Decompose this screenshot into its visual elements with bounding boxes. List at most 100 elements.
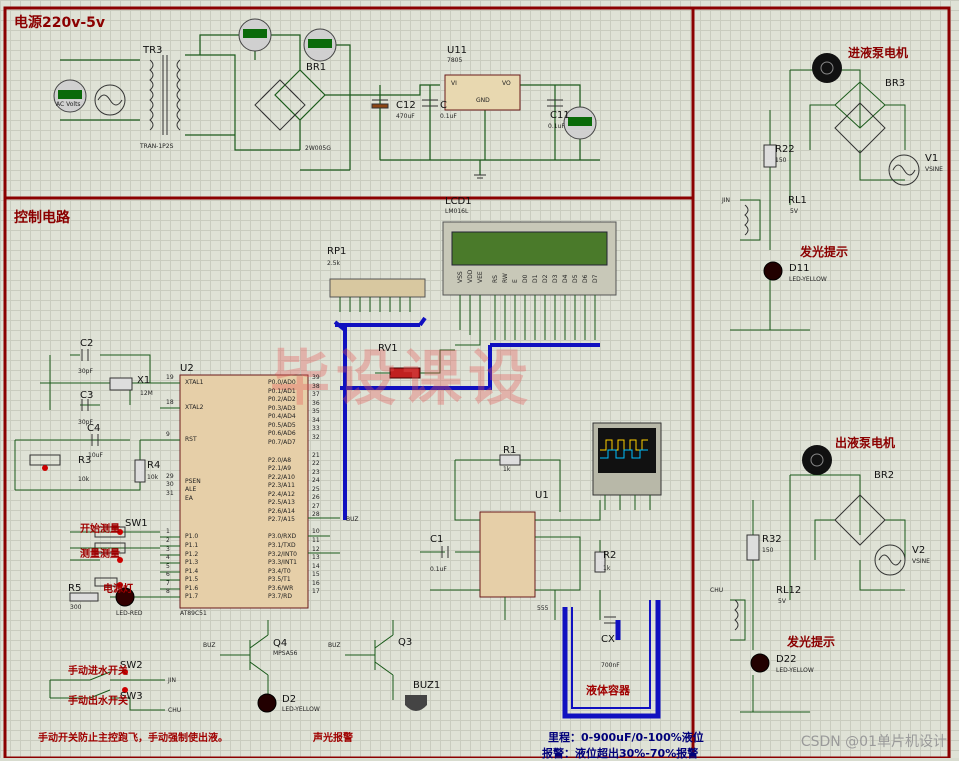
mcu-pin-right: P3.4/T0 (268, 568, 291, 575)
mcu-pin-num-right: 11 (312, 537, 320, 544)
mcu-pin-num-right: 21 (312, 452, 320, 459)
mcu-pin-left: P1.7 (185, 593, 199, 600)
mcu-pin-right: P3.2/INT0 (268, 551, 297, 558)
label-r32: R32 (762, 534, 782, 545)
label-chu-pump: CHU (710, 587, 724, 594)
resistor-r1 (499, 454, 521, 466)
label-sw2: SW2 (120, 660, 143, 671)
mcu-pin-num-right: 34 (312, 417, 320, 424)
footer-credit: CSDN @01单片机设计 (800, 734, 947, 750)
mcu-pin-num-right: 17 (312, 588, 320, 595)
note-range: 里程：0-900uF/0-100%液位 (548, 731, 704, 744)
mcu-pin-num-right: 26 (312, 494, 320, 501)
note-liquid-container: 液体容器 (586, 684, 630, 697)
note-start-measure: 开始测量 (80, 524, 120, 535)
label-meter-unit: AC Volts (56, 101, 81, 108)
mcu-pin-left: P1.3 (185, 559, 199, 566)
mcu-pin-num-right: 14 (312, 563, 320, 570)
mcu-pin-right: P2.0/A8 (268, 457, 292, 464)
label-u2: U2 (180, 363, 194, 374)
label-u1: U1 (535, 490, 549, 501)
bridge-br2-icon (834, 494, 886, 546)
crystal-x1 (109, 377, 133, 391)
mcu-pin-num-left: 5 (166, 563, 170, 570)
led-d2-icon (257, 693, 277, 713)
label-r4-val: 10k (147, 474, 159, 481)
light-hint-1: 发光提示 (800, 245, 849, 259)
mcu-pin-right: P3.3/INT1 (268, 559, 297, 566)
lcd-pin: D7 (592, 274, 599, 283)
watermark: 毕设课设 (270, 344, 534, 414)
label-q3: Q3 (398, 637, 413, 648)
label-c-mid: C (440, 100, 447, 111)
label-v1-part: VSINE (925, 166, 943, 173)
label-buz-net-3: BUZ (328, 642, 341, 649)
mcu-pin-right: P0.2/AD2 (268, 396, 296, 403)
label-rp1-val: 2.5k (327, 260, 341, 267)
label-u11-part: 7805 (447, 57, 463, 64)
lcd-pin: VDD (467, 269, 474, 283)
label-buz1: BUZ1 (413, 680, 441, 691)
mcu-pin-num-right: 22 (312, 460, 320, 467)
mcu-pin-num-left: 3 (166, 546, 170, 553)
mcu-pin-num-right: 24 (312, 477, 320, 484)
mcu-pin-num-left: 19 (166, 374, 174, 381)
led-d11-icon (763, 261, 783, 281)
label-d11-part: LED-YELLOW (789, 276, 827, 283)
label-chu: CHU (168, 707, 182, 714)
mcu-pin-right: P2.5/A13 (268, 499, 295, 506)
mcu-pin-left: P1.2 (185, 551, 199, 558)
mcu-pin-num-left: 2 (166, 537, 170, 544)
mcu-pin-left: P1.6 (185, 585, 199, 592)
label-v2-part: VSINE (912, 558, 930, 565)
pump-frame (691, 6, 951, 758)
label-r32-val: 150 (762, 547, 774, 554)
mcu-pin-num-right: 32 (312, 434, 320, 441)
mcu-pin-right: P3.1/TXD (268, 542, 296, 549)
liquid-container-icon (562, 600, 661, 719)
resistor-r22 (763, 144, 777, 168)
mcu-pin-left: P1.4 (185, 568, 199, 575)
label-rp1: RP1 (327, 246, 347, 257)
power-section-title: 电源220v-5v (14, 15, 106, 31)
data-bus (333, 316, 600, 520)
mcu-pin-right: P0.1/AD1 (268, 388, 296, 395)
mcu-pin-right: P3.5/T1 (268, 576, 291, 583)
mcu-pin-right: P2.7/A15 (268, 516, 295, 523)
label-c4-val: 10uF (88, 452, 103, 459)
mcu-pin-num-right: 35 (312, 408, 320, 415)
label-r5: R5 (68, 583, 82, 594)
label-r4: R4 (147, 460, 161, 471)
label-r2: R2 (603, 550, 617, 561)
resistor-r32 (746, 534, 760, 561)
label-jin-pump: JIN (722, 197, 731, 204)
regulator-box (444, 74, 521, 111)
label-v1: V1 (925, 153, 939, 164)
lcd-pin: D0 (522, 274, 529, 283)
label-u11-gnd: GND (476, 97, 490, 104)
label-cx: CX (601, 634, 615, 645)
lcd-pin: RW (502, 273, 509, 283)
label-rl1-val: 5V (790, 208, 798, 215)
label-r1-val: 1k (503, 466, 511, 473)
label-d22-part: LED-YELLOW (776, 667, 814, 674)
label-c11-val: 0.1uF (548, 123, 565, 130)
mcu-pin-left: ALE (185, 486, 197, 493)
bridge-br3-icon (834, 102, 886, 154)
mcu-pin-right: P2.2/A10 (268, 474, 295, 481)
label-u2-part: AT89C51 (180, 610, 207, 617)
label-x1-val: 12M (140, 390, 153, 397)
label-c2: C2 (80, 338, 94, 349)
mcu-pin-num-right: 38 (312, 383, 320, 390)
mcu-pin-num-right: 16 (312, 580, 320, 587)
label-buz-net: BUZ (346, 516, 359, 523)
label-sw1: SW1 (125, 518, 148, 529)
label-rv1: RV1 (378, 343, 398, 354)
note-alarm: 报警：液位超出30%-70%报警 (542, 747, 699, 760)
mcu-pin-right: P0.5/AD5 (268, 422, 296, 429)
label-c1-val: 0.1uF (430, 566, 447, 573)
mcu-pin-num-left: 30 (166, 481, 174, 488)
label-r3: R3 (78, 455, 92, 466)
label-d2: D2 (282, 694, 297, 705)
